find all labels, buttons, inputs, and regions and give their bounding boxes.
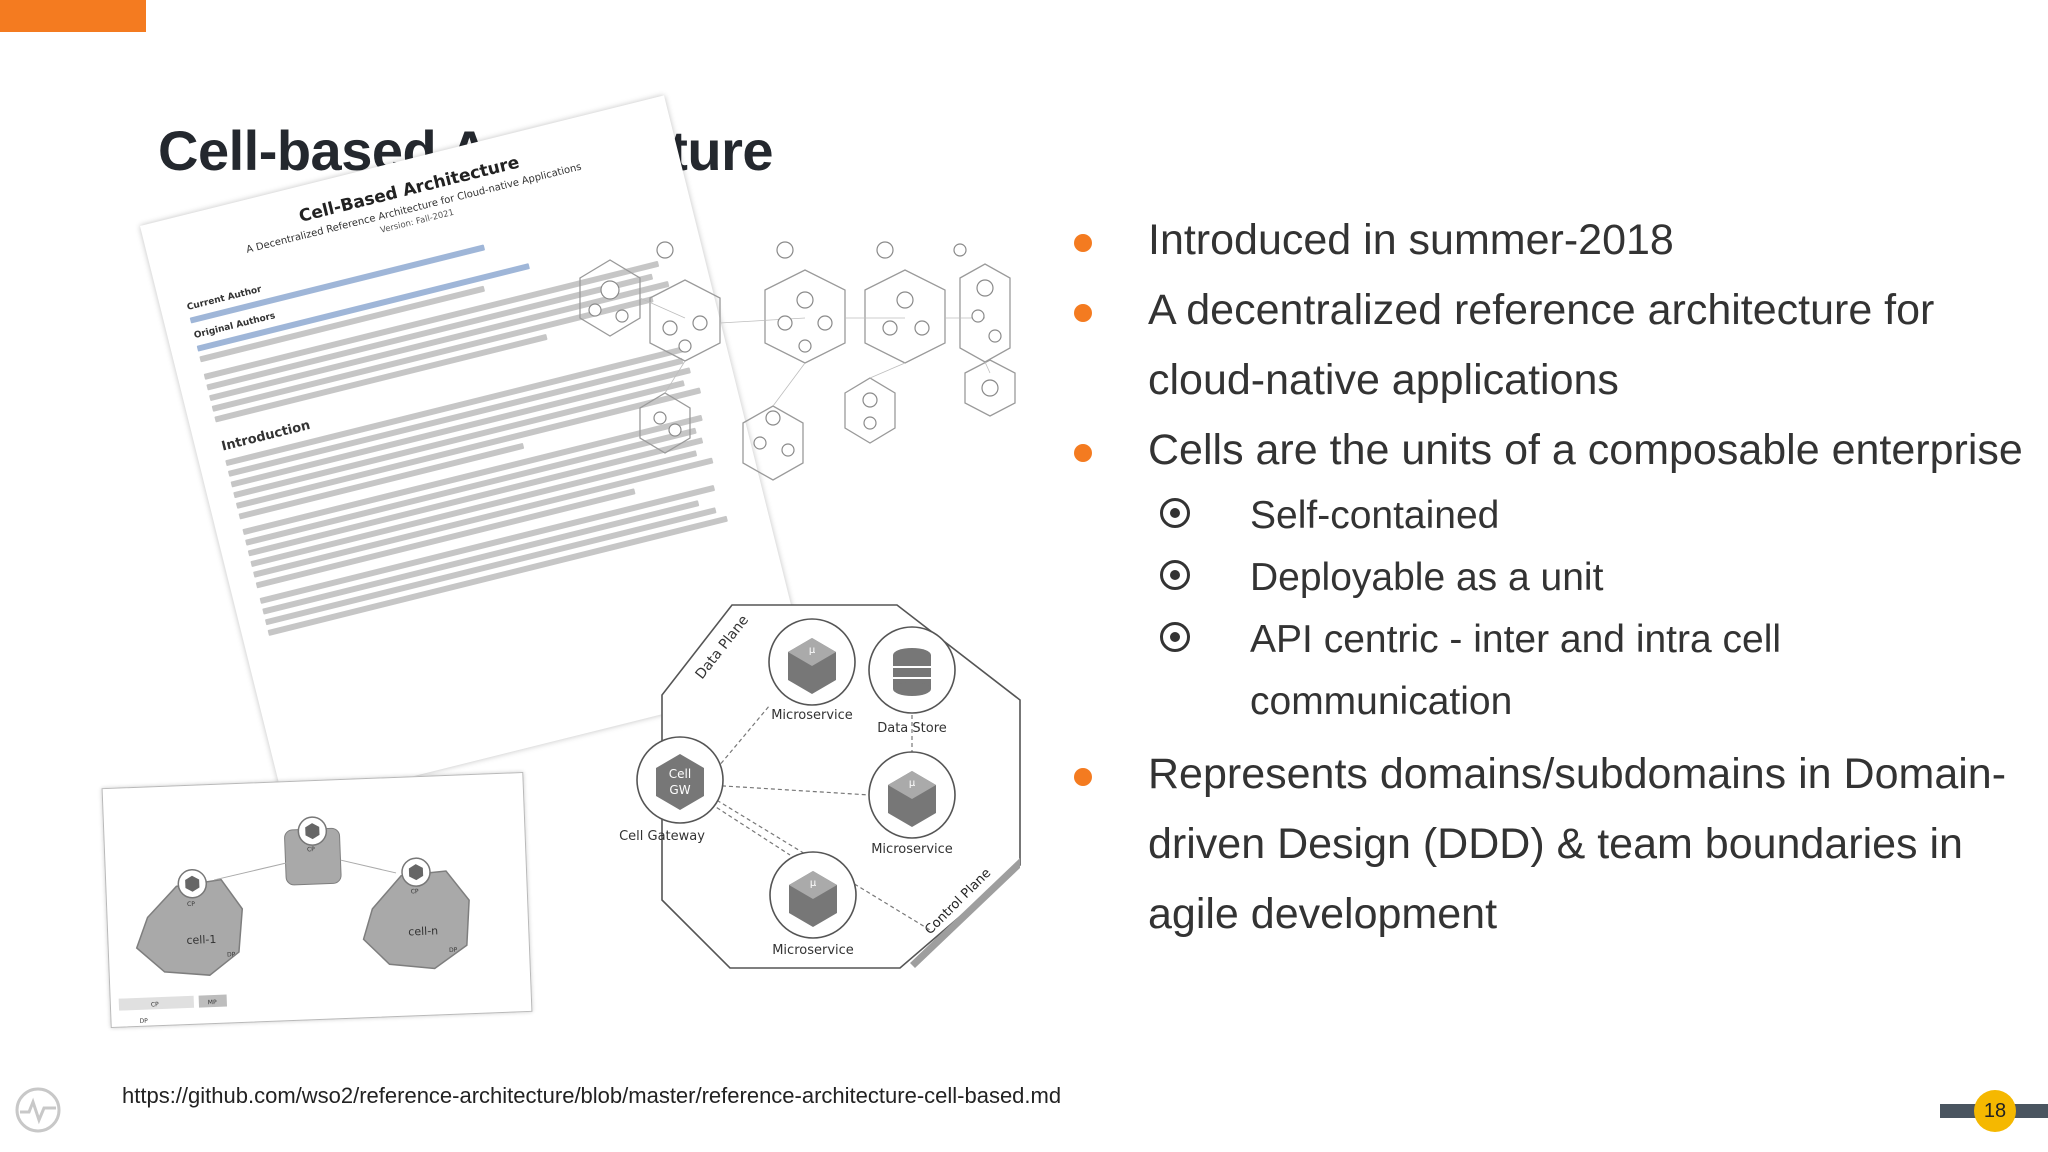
radio-bullet-icon: [1160, 622, 1190, 652]
reference-link[interactable]: https://github.com/wso2/reference-archit…: [122, 1083, 1062, 1108]
mini-cell-1: [579, 259, 641, 337]
bullet-item: Introduced in summer-2018: [1070, 205, 2030, 275]
bullet-item: Represents domains/subdomains in Domain-…: [1070, 739, 2030, 949]
radio-bullet-icon: [1160, 498, 1190, 528]
sub-bullet-text: API centric - inter and intra cell commu…: [1250, 618, 1782, 723]
cells-panel: cell-1 cell-n CP CP CP DP DP CP MP DP: [101, 771, 533, 1029]
datastore-label: Data Store: [877, 721, 947, 736]
svg-text:μ: μ: [809, 645, 816, 656]
dp-label: DP: [449, 947, 458, 954]
cell-gateway-label: Cell Gateway: [619, 829, 705, 844]
bullet-text: Introduced in summer-2018: [1148, 216, 1674, 264]
mini-cell-8: [844, 377, 896, 444]
heartbeat-logo-icon: [15, 1087, 61, 1133]
sub-bullet-item: Deployable as a unit: [1070, 547, 2030, 609]
svg-text:μ: μ: [909, 778, 916, 789]
cells-overview-diagram: [579, 241, 1016, 481]
sub-bullet-item: Self-contained: [1070, 485, 2030, 547]
database-icon: [893, 648, 931, 696]
dp-label: DP: [227, 951, 236, 958]
bullet-dot: [1074, 304, 1092, 322]
sub-bullet-text: Self-contained: [1250, 494, 1500, 537]
mini-cell-2: [649, 279, 721, 362]
mini-cell-3: [764, 269, 846, 364]
hex-icon: [408, 864, 424, 881]
ms-right-label: Microservice: [871, 842, 953, 857]
accent-bar: [0, 0, 146, 32]
bullet-dot: [1074, 444, 1092, 462]
mini-cell-4: [864, 269, 946, 364]
cell-n-label: cell-n: [408, 924, 438, 938]
sub-bullet-text: Deployable as a unit: [1250, 556, 1604, 599]
sub-bullet-item: API centric - inter and intra cell commu…: [1070, 609, 2030, 733]
radio-bullet-icon: [1160, 560, 1190, 590]
cp-label: CP: [187, 901, 195, 908]
bullet-dot: [1074, 768, 1092, 786]
bullet-text: Cells are the units of a composable ente…: [1148, 426, 2023, 474]
mini-cell-5: [959, 263, 1011, 363]
ms-top-label: Microservice: [771, 708, 853, 723]
bullet-dot: [1074, 234, 1092, 252]
control-plane-band: [910, 858, 1020, 968]
cp-bar-label: CP: [151, 1001, 159, 1008]
gw-text-1: Cell: [669, 767, 691, 781]
bullet-text: A decentralized reference architecture f…: [1148, 286, 1935, 404]
hex-icon: [185, 875, 200, 892]
gw-text-2: GW: [669, 783, 690, 797]
cp-label: CP: [411, 888, 419, 895]
cp-bar: [118, 995, 195, 1011]
cell-1-label: cell-1: [186, 933, 216, 947]
dp-bar-label: DP: [139, 1018, 148, 1025]
mini-cell-6: [639, 392, 691, 454]
hex-icon: [305, 823, 320, 840]
page-number-badge: 18: [1974, 1090, 2016, 1132]
bullet-item: A decentralized reference architecture f…: [1070, 275, 2030, 415]
bullet-text: Represents domains/subdomains in Domain-…: [1148, 750, 2007, 938]
mp-bar-label: MP: [208, 999, 217, 1006]
mini-cell-9: [964, 359, 1016, 417]
mp-bar: [198, 994, 228, 1008]
bullet-list: Introduced in summer-2018 A decentralize…: [1070, 205, 2030, 949]
cell-architecture-diagram: Data Plane Control Plane μ Microservice …: [619, 604, 1021, 969]
gateway-hex-icon: [656, 754, 704, 810]
ms-bottom-label: Microservice: [772, 943, 854, 958]
bullet-item: Cells are the units of a composable ente…: [1070, 415, 2030, 485]
cp-label: CP: [307, 846, 315, 853]
svg-text:μ: μ: [810, 878, 817, 889]
